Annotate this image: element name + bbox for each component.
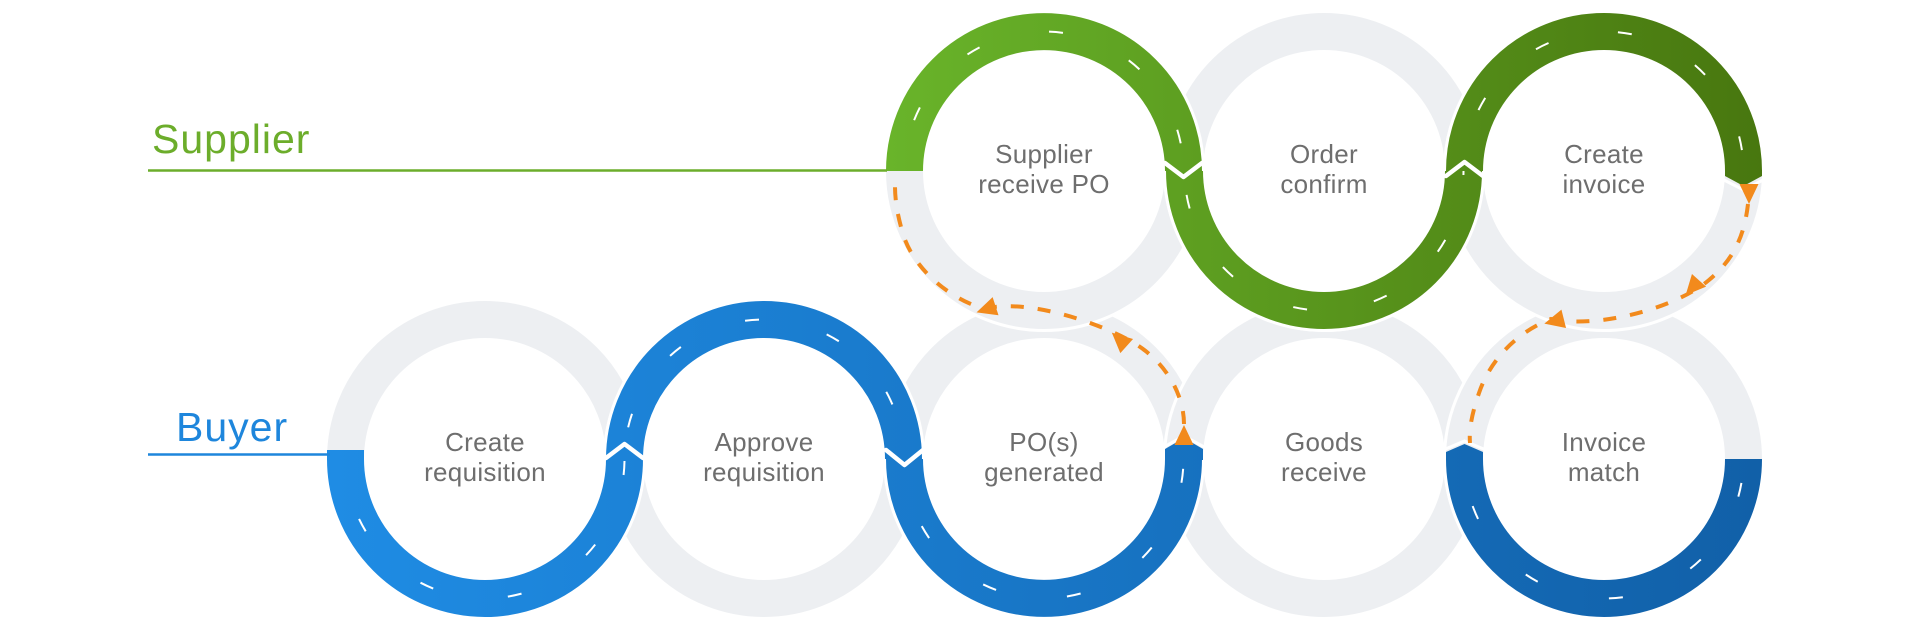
seam-approve-pos: [883, 447, 926, 468]
step-label-goods-receive: Goods receive: [1281, 427, 1367, 487]
step-label-pos-generated: PO(s) generated: [984, 427, 1104, 487]
cap-create-invoice-end: [1725, 170, 1762, 186]
step-label-order-confirm: Order confirm: [1280, 139, 1368, 199]
supplier-lane-label: Supplier: [152, 116, 311, 162]
handoff-arrows: [893, 184, 1759, 445]
buyer-lane-label: Buyer: [176, 404, 289, 450]
arrowhead-downleft-icon: [1685, 273, 1707, 296]
road-arc-invoice-match: [1443, 458, 1765, 620]
road-arc-pos-generated: [883, 458, 1205, 620]
gray-rings: [324, 10, 1765, 620]
seam-orderconfirm-createinvoice: [1443, 159, 1486, 179]
road-arc-supplier-receive-po: [883, 10, 1205, 172]
step-label-create-requisition: Create requisition: [424, 427, 546, 487]
step-label-create-invoice: Create invoice: [1562, 139, 1646, 199]
buyer-road: [324, 298, 1765, 620]
cap-invoice-match-start: [1446, 444, 1483, 460]
arrowhead-upleft-icon: [1111, 332, 1134, 354]
road-arc-create-invoice: [1443, 10, 1765, 172]
step-label-approve-requisition: Approve requisition: [703, 427, 825, 487]
handoff-invoice-to-buyer-path: [1467, 203, 1750, 444]
seam-create-approve: [603, 441, 646, 461]
supplier-road: [883, 10, 1765, 332]
arrowhead-left-icon: [976, 297, 999, 316]
seam-receivepo-orderconfirm: [1162, 160, 1205, 180]
step-label-invoice-match: Invoice match: [1561, 427, 1647, 487]
step-label-supplier-receive-po: Supplier receive PO: [978, 139, 1110, 199]
road-arc-order-confirm: [1163, 170, 1485, 332]
arrowhead-up-icon: [1174, 425, 1194, 445]
road-seams: [603, 159, 1486, 468]
arrowhead-down-icon: [1739, 184, 1759, 204]
cap-pos-generated-end: [1165, 438, 1203, 460]
road-arc-approve-requisition: [603, 298, 925, 460]
arrowhead-left2-icon: [1544, 309, 1567, 329]
road-arc-create-requisition: [324, 450, 646, 620]
